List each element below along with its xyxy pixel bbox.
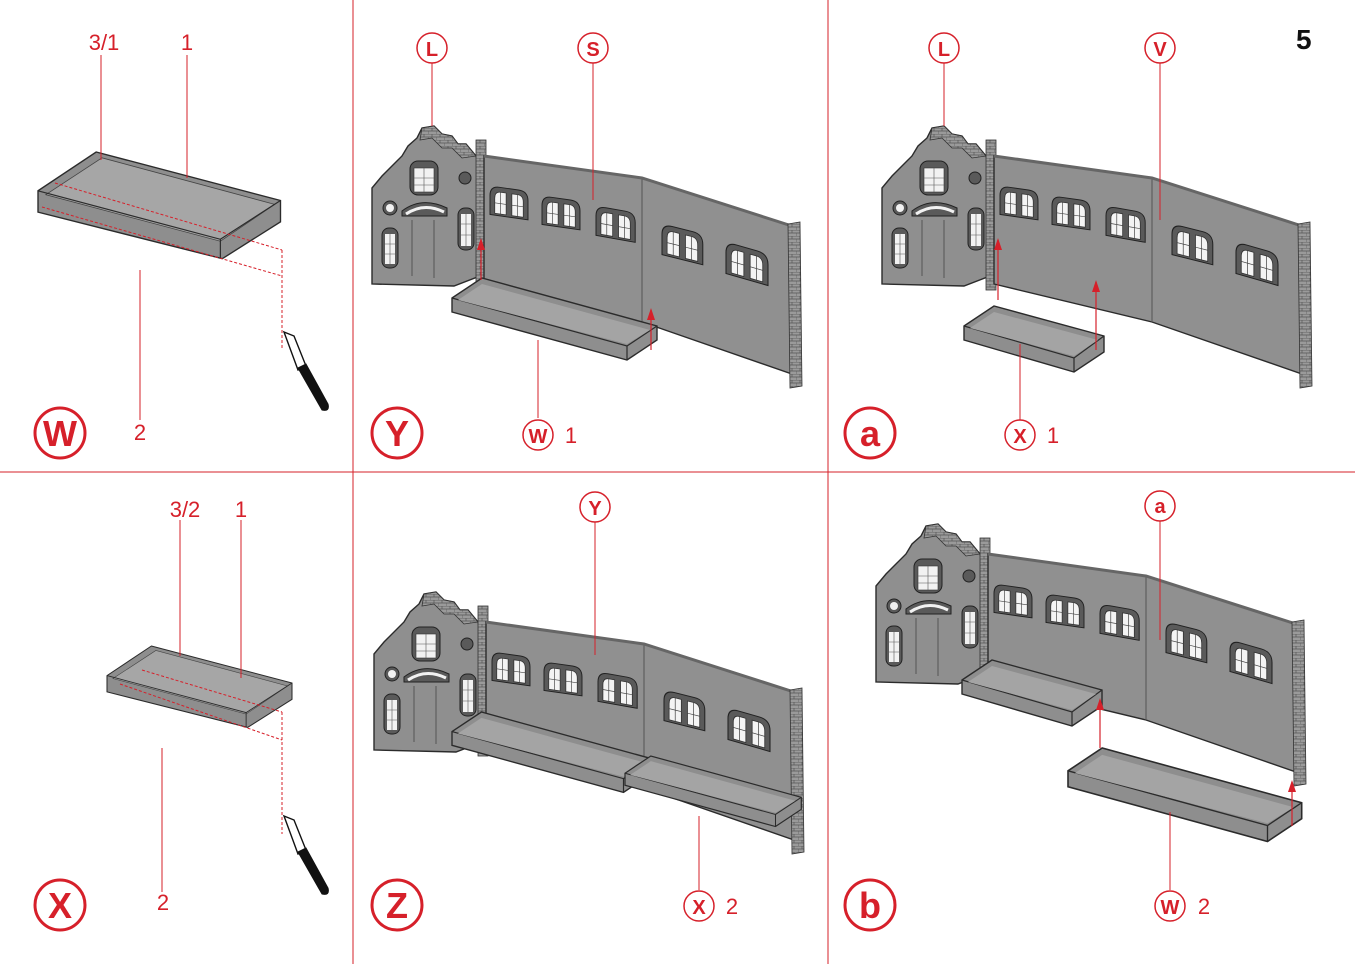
ref-circle-x: X xyxy=(1013,426,1027,448)
panel-z: Y X 2 Z xyxy=(372,492,804,930)
callout-3-1: 3/1 xyxy=(89,30,120,55)
callout-1: 1 xyxy=(181,30,193,55)
step-label-z: Z xyxy=(386,885,408,926)
callout-1: 1 xyxy=(235,497,247,522)
step-label-x: X xyxy=(48,885,72,926)
ref-number: 2 xyxy=(726,894,738,919)
ref-number: 2 xyxy=(1198,894,1210,919)
callout-3-2: 3/2 xyxy=(170,497,201,522)
panel-a: L V X 1 a xyxy=(845,33,1312,458)
step-label-w: W xyxy=(43,413,77,454)
ref-number: 1 xyxy=(1047,423,1059,448)
step-label-y: Y xyxy=(385,413,409,454)
callout-l: L xyxy=(938,39,950,61)
callout-s: S xyxy=(586,39,599,61)
callout-2: 2 xyxy=(157,890,169,915)
step-label-a: a xyxy=(860,413,881,454)
ref-circle-x: X xyxy=(692,897,706,919)
panel-w: 3/1 1 2 W xyxy=(35,30,328,458)
callout-l: L xyxy=(426,39,438,61)
panel-x: 3/2 1 2 X xyxy=(35,497,328,930)
page-number: 5 xyxy=(1296,24,1312,56)
callout-y: Y xyxy=(588,498,602,520)
step-label-b: b xyxy=(859,885,881,926)
ref-circle-w: W xyxy=(1161,897,1180,919)
ref-number: 1 xyxy=(565,423,577,448)
ref-circle-w: W xyxy=(529,426,548,448)
panel-y: L S W 1 Y xyxy=(372,33,802,458)
callout-a: a xyxy=(1154,496,1166,518)
callout-2: 2 xyxy=(134,420,146,445)
panel-b: a W 2 b xyxy=(845,491,1306,930)
callout-v: V xyxy=(1153,39,1167,61)
